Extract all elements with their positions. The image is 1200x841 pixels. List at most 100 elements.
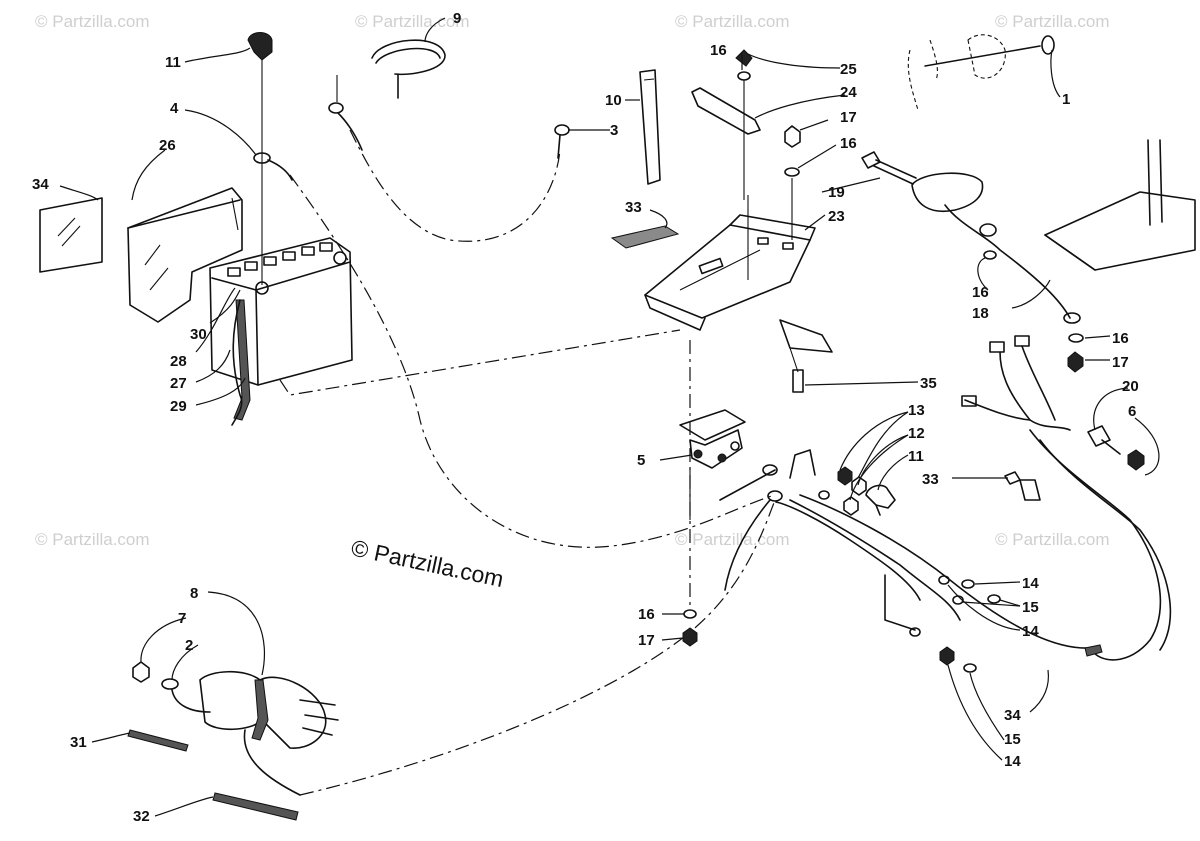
- starter-lead: [171, 689, 211, 713]
- starter-motor: [199, 670, 339, 749]
- callout-14-b: 14: [1022, 623, 1039, 640]
- battery-caps: [227, 242, 333, 277]
- callout-33: 33: [922, 471, 939, 488]
- callout-16-top: 16: [710, 42, 727, 59]
- main-wire-bundle: [719, 449, 1103, 657]
- part-17-nut: [682, 627, 698, 647]
- callout-24: 26: [159, 137, 176, 154]
- leader-lines: [59, 17, 1160, 817]
- callout-6: 6: [1128, 403, 1136, 420]
- part-16-washer: [683, 609, 697, 619]
- callout-34: 34: [1004, 707, 1021, 724]
- part-3-ground-cable: [328, 75, 570, 159]
- callout-11-harness: 11: [908, 448, 924, 465]
- watermark: © Partzilla.com: [995, 530, 1110, 549]
- terminal-eyelet: [909, 627, 921, 637]
- callout-16-bottom: 16: [638, 606, 655, 623]
- callout-32: 34: [32, 176, 49, 193]
- part-10-hold-down-strap: [639, 69, 661, 185]
- frame-bracket: [1044, 139, 1196, 271]
- callout-35: 35: [920, 375, 937, 392]
- callout-20: 20: [1122, 378, 1139, 395]
- callout-9: 9: [453, 10, 461, 27]
- callout-18: 18: [972, 305, 989, 322]
- callout-19: 19: [828, 184, 845, 201]
- part-11-terminal-boot: [865, 484, 896, 516]
- callout-1: 1: [1062, 91, 1070, 108]
- callout-17-bottom: 17: [638, 632, 655, 649]
- part-17-nut: [784, 125, 801, 240]
- part-31-battery-pad: [610, 225, 680, 249]
- copyright-text: © Partzilla.com: [349, 534, 506, 592]
- callout-17-right: 17: [1112, 354, 1129, 371]
- part-15-washer: [987, 594, 1001, 604]
- callout-26: 28: [170, 353, 187, 370]
- watermark: © Partzilla.com: [355, 12, 470, 31]
- watermark: © Partzilla.com: [35, 12, 150, 31]
- part-19-bolt: [861, 151, 917, 185]
- callout-29: 31: [70, 734, 87, 751]
- part-13-nut: [837, 466, 853, 486]
- callout-7: 7: [178, 610, 186, 627]
- callout-2: 2: [185, 637, 193, 654]
- callout-14-c: 14: [1004, 753, 1021, 770]
- callout-22: 24: [840, 84, 857, 101]
- watermarks: © Partzilla.com © Partzilla.com © Partzi…: [35, 12, 1110, 549]
- callout-16-far-right: 16: [1112, 330, 1129, 347]
- callout-11: 11: [165, 54, 181, 71]
- callout-30: 32: [133, 808, 150, 825]
- callout-27: 29: [170, 398, 187, 415]
- callout-15-b: 15: [1004, 731, 1021, 748]
- part-18-mounting-bracket: [911, 172, 1081, 324]
- watermark: © Partzilla.com: [675, 530, 790, 549]
- part-21-battery-tray: [644, 195, 816, 331]
- watermark: © Partzilla.com: [995, 12, 1110, 31]
- part-20-switch: [1087, 425, 1121, 455]
- battery: [209, 237, 353, 386]
- part-14-nut: [961, 579, 975, 589]
- part-14-nut: [939, 646, 955, 666]
- callout-3: 3: [610, 122, 618, 139]
- part-24-battery-cover: [127, 187, 243, 323]
- callout-8: 8: [190, 585, 198, 602]
- callout-31: 33: [625, 199, 642, 216]
- callout-10: 10: [605, 92, 622, 109]
- part-14-nut: [938, 575, 950, 585]
- callout-25: 27: [170, 375, 187, 392]
- part-23-wing-nut: [735, 49, 753, 200]
- callout-16-right: 16: [972, 284, 989, 301]
- callout-15-a: 15: [1022, 599, 1039, 616]
- part-4-battery-cable: [253, 152, 293, 181]
- part-16-washer: [1068, 333, 1084, 343]
- part-9-clamp: [371, 39, 446, 99]
- part-33-connector: [1004, 471, 1021, 485]
- part-17-nut: [1067, 351, 1084, 373]
- part-35-bolt: [779, 319, 833, 393]
- part-5-starter-solenoid: [679, 409, 746, 520]
- callout-28: 30: [190, 326, 207, 343]
- part-11-terminal-boot: [247, 32, 273, 285]
- callout-5: 5: [637, 452, 645, 469]
- part-27-vent-tube: [231, 299, 251, 426]
- starter-lead: [243, 729, 301, 796]
- watermark: © Partzilla.com: [675, 12, 790, 31]
- callout-13: 13: [908, 402, 925, 419]
- part-16-washer: [983, 250, 997, 260]
- part-30-wire-loom: [212, 792, 299, 821]
- callout-23: 25: [840, 61, 857, 78]
- part-6-nut: [1127, 449, 1145, 471]
- part-12-nut: [843, 496, 859, 516]
- callout-12: 12: [908, 425, 925, 442]
- callout-16-tray: 16: [840, 135, 857, 152]
- part-32-cover-pad: [39, 197, 103, 273]
- part-22-bracket: [691, 87, 761, 135]
- part-2-cable-eyelet: [161, 678, 179, 690]
- part-13-washer: [818, 490, 830, 500]
- watermark: © Partzilla.com: [35, 530, 150, 549]
- part-7-nut: [132, 661, 150, 683]
- callout-17-top: 17: [840, 109, 857, 126]
- part-15-washer: [963, 663, 977, 673]
- part-29-wire-loom: [127, 729, 189, 752]
- part-1-screw: [907, 34, 1055, 111]
